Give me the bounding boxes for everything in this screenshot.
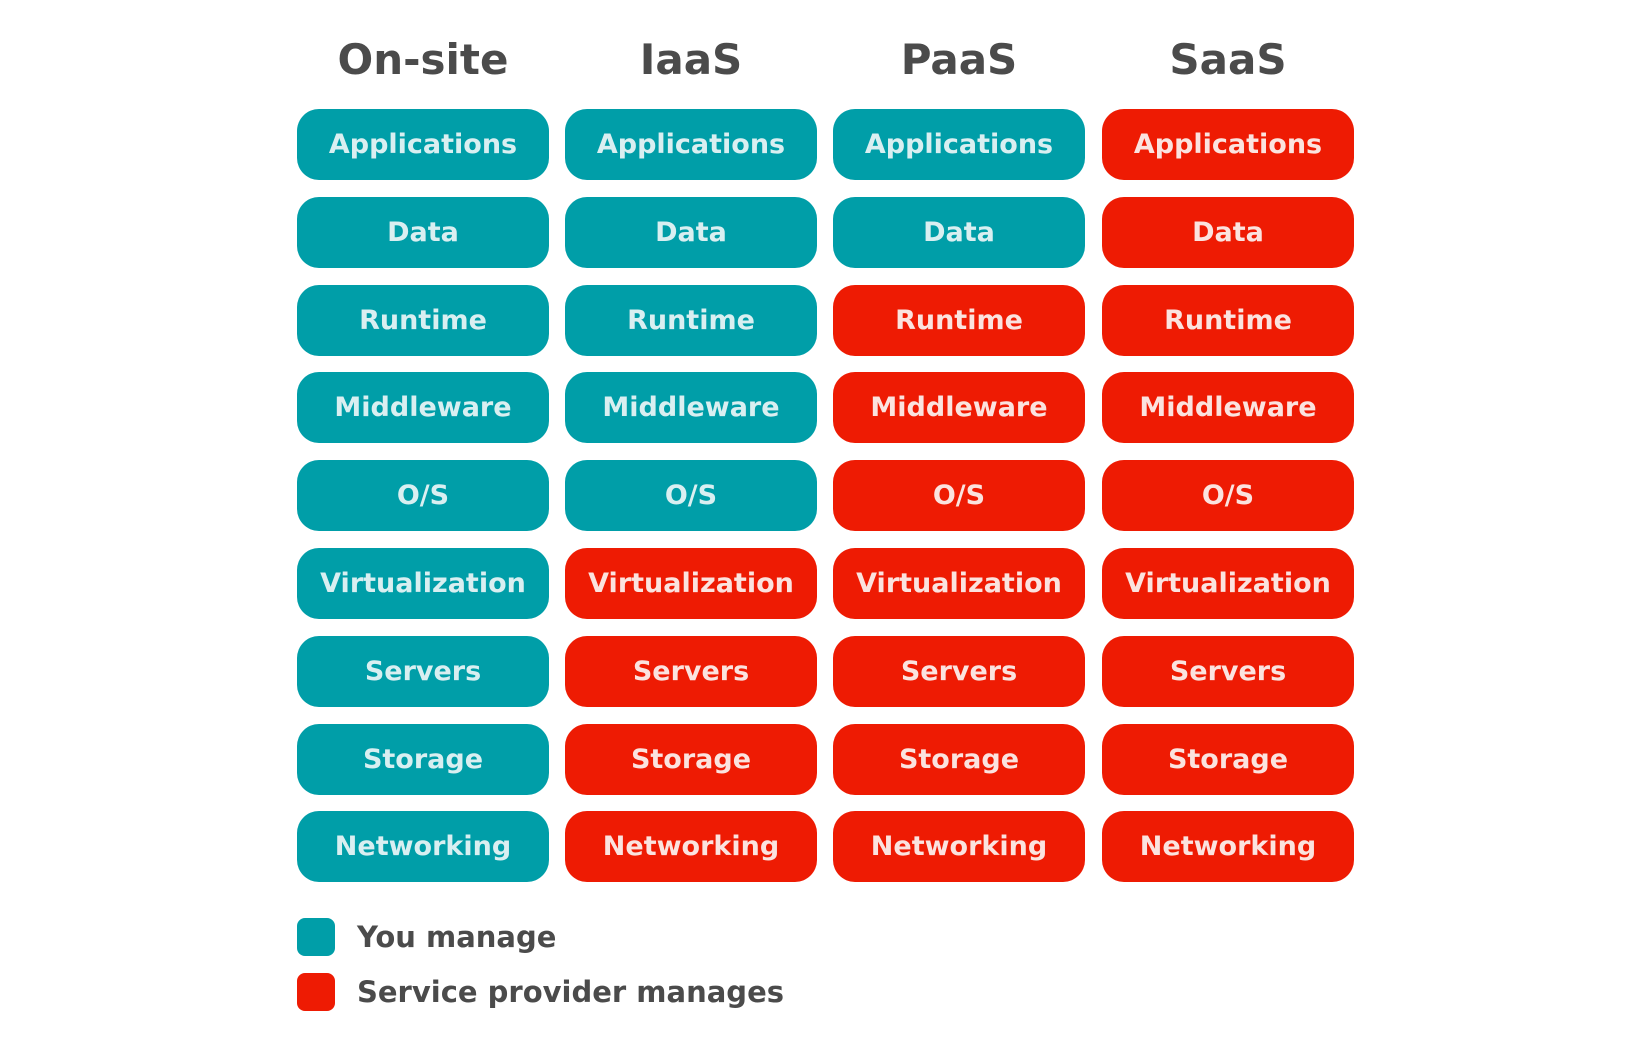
cell-paas-data: Data	[833, 197, 1085, 268]
cell-saas-virtualization: Virtualization	[1102, 548, 1354, 619]
legend-swatch-you-manage	[297, 918, 335, 956]
cell-saas-storage: Storage	[1102, 724, 1354, 795]
cell-on-site-data: Data	[297, 197, 549, 268]
cell-on-site-runtime: Runtime	[297, 285, 549, 356]
cell-iaas-o-s: O/S	[565, 460, 817, 531]
cell-on-site-applications: Applications	[297, 109, 549, 180]
cell-paas-virtualization: Virtualization	[833, 548, 1085, 619]
cell-iaas-applications: Applications	[565, 109, 817, 180]
cell-paas-applications: Applications	[833, 109, 1085, 180]
cell-saas-networking: Networking	[1102, 811, 1354, 882]
column-header-paas: PaaS	[900, 35, 1018, 84]
cell-paas-o-s: O/S	[833, 460, 1085, 531]
cell-on-site-storage: Storage	[297, 724, 549, 795]
legend-label-you-manage: You manage	[357, 920, 557, 954]
cell-iaas-middleware: Middleware	[565, 372, 817, 443]
cell-paas-servers: Servers	[833, 636, 1085, 707]
cell-saas-data: Data	[1102, 197, 1354, 268]
cell-paas-networking: Networking	[833, 811, 1085, 882]
cell-iaas-networking: Networking	[565, 811, 817, 882]
cell-iaas-servers: Servers	[565, 636, 817, 707]
cell-saas-o-s: O/S	[1102, 460, 1354, 531]
cell-saas-applications: Applications	[1102, 109, 1354, 180]
legend-swatch-provider-manages	[297, 973, 335, 1011]
cell-on-site-networking: Networking	[297, 811, 549, 882]
cell-saas-servers: Servers	[1102, 636, 1354, 707]
cell-on-site-servers: Servers	[297, 636, 549, 707]
cell-iaas-runtime: Runtime	[565, 285, 817, 356]
cell-on-site-o-s: O/S	[297, 460, 549, 531]
cell-on-site-middleware: Middleware	[297, 372, 549, 443]
cell-paas-storage: Storage	[833, 724, 1085, 795]
cell-on-site-virtualization: Virtualization	[297, 548, 549, 619]
cell-paas-runtime: Runtime	[833, 285, 1085, 356]
column-header-iaas: IaaS	[639, 35, 743, 84]
legend-label-provider-manages: Service provider manages	[357, 975, 784, 1009]
column-header-saas: SaaS	[1169, 35, 1287, 84]
column-header-on-site: On-site	[337, 35, 509, 84]
cell-iaas-data: Data	[565, 197, 817, 268]
cell-paas-middleware: Middleware	[833, 372, 1085, 443]
cell-saas-runtime: Runtime	[1102, 285, 1354, 356]
cell-saas-middleware: Middleware	[1102, 372, 1354, 443]
cell-iaas-storage: Storage	[565, 724, 817, 795]
cell-iaas-virtualization: Virtualization	[565, 548, 817, 619]
